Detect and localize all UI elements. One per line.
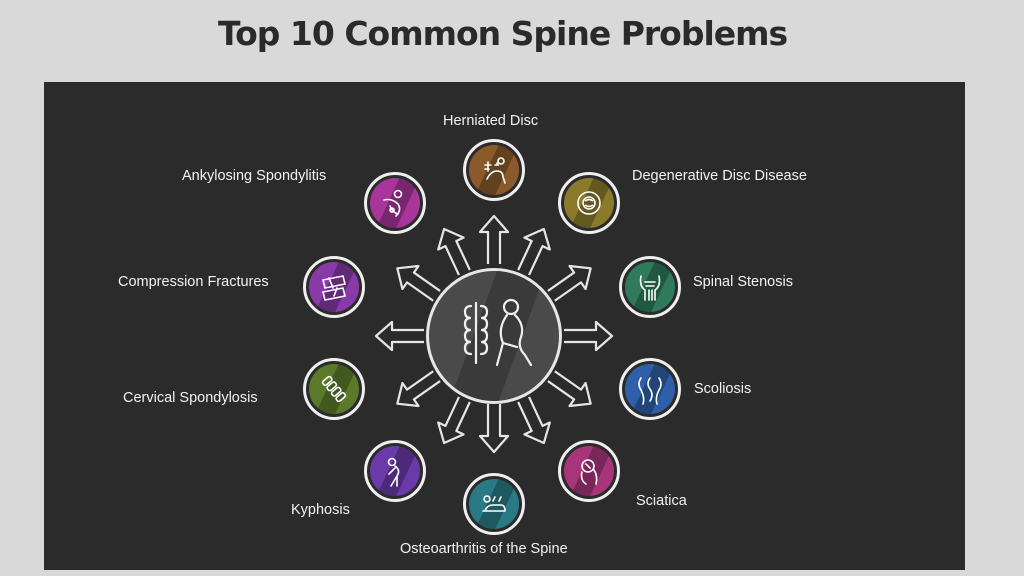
ankylosing-spondylitis-icon [383, 189, 403, 217]
page-title: Top 10 Common Spine Problems [218, 14, 788, 53]
label-cervical-spondylosis: Cervical Spondylosis [123, 390, 258, 406]
problem-node-degenerative-disc [558, 172, 620, 234]
spinal-stenosis-icon [639, 275, 661, 301]
problem-node-ankylosing-spondylitis [364, 172, 426, 234]
arrow-lower-right-2 [517, 396, 551, 445]
node-disc-5 [564, 446, 614, 496]
label-ankylosing-spondylitis: Ankylosing Spondylitis [182, 168, 327, 184]
label-kyphosis: Kyphosis [291, 502, 350, 518]
arrow-lower-left [396, 370, 441, 408]
node-disc-2 [564, 178, 614, 228]
arrow-right [564, 320, 614, 352]
label-degenerative-disc-disease: Degenerative Disc Disease [632, 168, 807, 184]
label-sciatica: Sciatica [636, 493, 687, 509]
degenerative-disc-icon [577, 191, 601, 215]
node-disc-6 [469, 479, 519, 529]
node-disc-3 [625, 262, 675, 312]
label-spinal-stenosis: Spinal Stenosis [693, 274, 793, 290]
osteoarthritis-icon [482, 495, 506, 512]
cervical-spondylosis-icon [321, 375, 347, 403]
hub-circle [426, 268, 562, 404]
problem-node-kyphosis [364, 440, 426, 502]
label-compression-fractures: Compression Fractures [118, 274, 269, 290]
problem-node-sciatica [558, 440, 620, 502]
arrow-upper-right [547, 264, 592, 302]
problem-node-compression-fractures [303, 256, 365, 318]
scoliosis-icon [638, 377, 662, 405]
arrow-lower-left-2 [437, 396, 471, 445]
problem-node-spinal-stenosis [619, 256, 681, 318]
label-herniated-disc: Herniated Disc [443, 113, 539, 129]
herniated-disc-icon [484, 157, 506, 184]
label-scoliosis: Scoliosis [694, 381, 752, 397]
arrow-up [478, 214, 510, 264]
arrow-left [374, 320, 424, 352]
sciatica-icon [580, 459, 598, 485]
problem-node-cervical-spondylosis [303, 358, 365, 420]
node-disc-10 [370, 178, 420, 228]
node-disc-4 [625, 364, 675, 414]
arrows-layer [374, 214, 614, 454]
node-disc-9 [309, 262, 359, 312]
arrow-lower-right [547, 370, 592, 408]
compression-fracture-icon [322, 275, 346, 301]
kyphosis-icon [387, 457, 400, 487]
problem-node-herniated-disc [463, 139, 525, 201]
arrow-upper-left-2 [437, 227, 471, 276]
spine-body-icon [463, 298, 533, 367]
problem-node-osteoarthritis [463, 473, 525, 535]
problem-node-scoliosis [619, 358, 681, 420]
node-disc-8 [309, 364, 359, 414]
arrow-upper-left [396, 264, 441, 302]
node-disc-7 [370, 446, 420, 496]
diagram-panel: Herniated Disc Degenerative Disc Disease… [44, 82, 965, 570]
node-disc-1 [469, 145, 519, 195]
label-osteoarthritis: Osteoarthritis of the Spine [400, 541, 568, 557]
arrow-down [478, 404, 510, 454]
arrow-upper-right-2 [517, 227, 551, 276]
